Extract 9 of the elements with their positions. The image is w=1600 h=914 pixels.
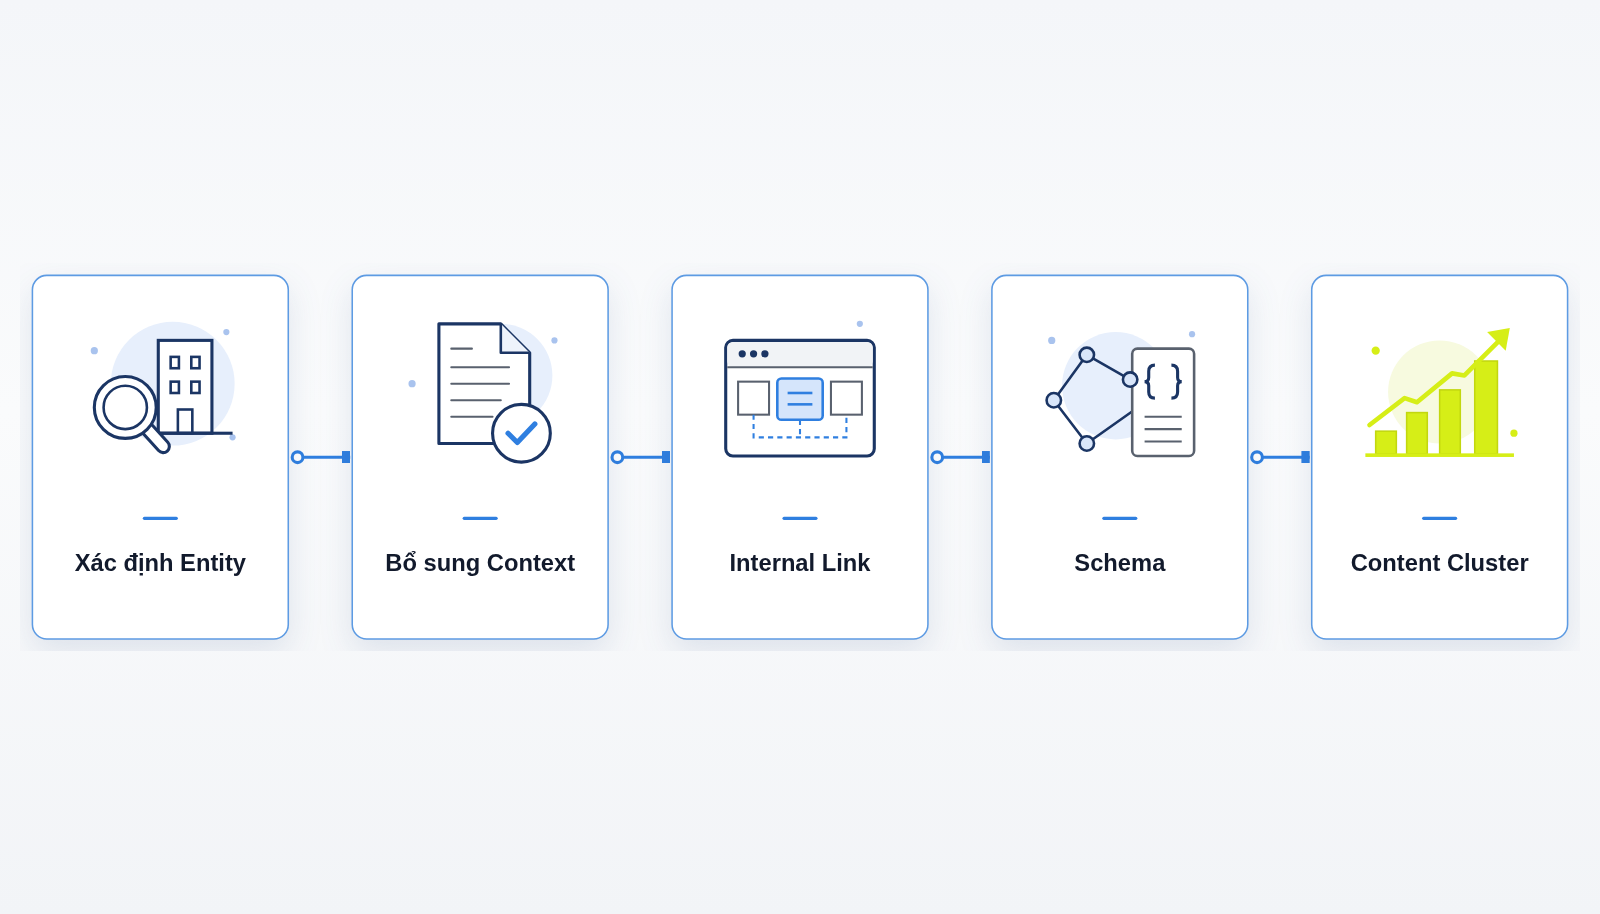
step-label: Schema: [1074, 548, 1166, 579]
connector-line: [1250, 450, 1310, 464]
step-label: Xác định Entity: [74, 548, 247, 579]
step-label: Bổ sung Context: [385, 548, 576, 579]
step-label: Content Cluster: [1350, 548, 1529, 579]
step-label: Internal Link: [729, 548, 871, 579]
connector-line: [930, 450, 990, 464]
connector-line: [610, 450, 670, 464]
connector-line: [290, 450, 351, 464]
